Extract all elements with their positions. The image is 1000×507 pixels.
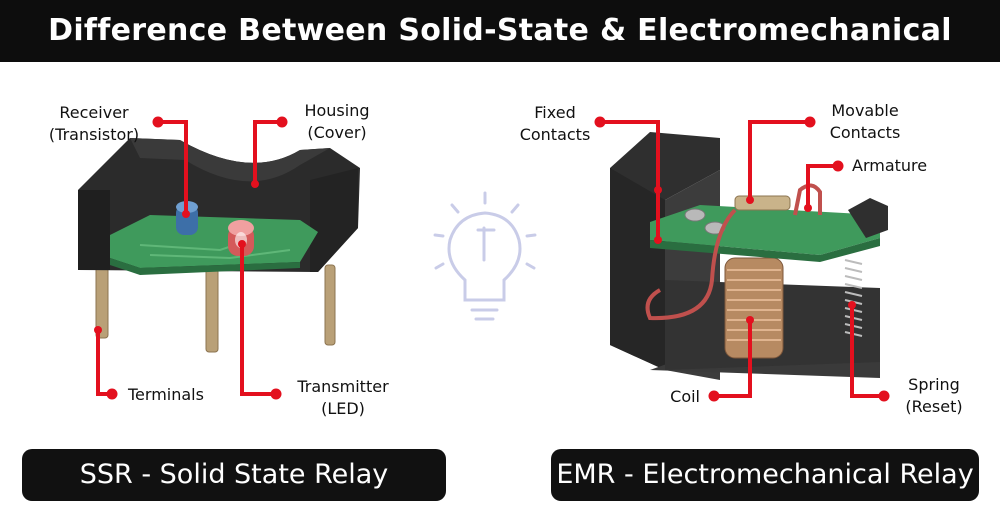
ssr-illustration (78, 138, 360, 353)
fixed-contacts-label: Fixed Contacts (512, 102, 598, 146)
emr-caption: EMR - Electromechanical Relay (551, 449, 979, 501)
movable-contacts-label-line1: Movable (831, 101, 899, 120)
transmitter-label: Transmitter (LED) (288, 376, 398, 420)
movable-contacts-label-line2: Contacts (829, 123, 901, 142)
housing-label-line2: (Cover) (307, 123, 367, 142)
spring-label-line1: Spring (908, 375, 960, 394)
ssr-terminal-pins (95, 247, 336, 353)
ssr-leader-dots (94, 116, 288, 400)
transmitter-label-line1: Transmitter (297, 377, 389, 396)
fixed-contacts-label-line2: Contacts (519, 125, 591, 144)
receiver-label: Receiver (Transistor) (38, 102, 150, 146)
transmitter-label-line2: (LED) (321, 399, 365, 418)
emr-leader-lines (600, 120, 884, 398)
terminals-label: Terminals (128, 385, 204, 404)
armature-label: Armature (852, 156, 928, 175)
emr-armature (793, 183, 822, 216)
page-title: Difference Between Solid-State & Electro… (48, 13, 952, 110)
emr-movable-contacts (734, 195, 791, 211)
fixed-contacts-label-line1: Fixed (534, 103, 576, 122)
receiver-label-line2: (Transistor) (48, 125, 140, 144)
emr-leader-dots (594, 116, 890, 402)
lightbulb-icon (433, 191, 537, 321)
ssr-pcb (110, 215, 318, 268)
coil-label: Coil (670, 387, 700, 406)
emr-contact-board (650, 205, 880, 255)
spring-label: Spring (Reset) (896, 374, 972, 418)
housing-label-line1: Housing (304, 101, 370, 120)
receiver-label-line1: Receiver (59, 103, 129, 122)
spring-label-line2: (Reset) (905, 397, 963, 416)
ssr-caption: SSR - Solid State Relay (22, 449, 446, 501)
housing-label: Housing (Cover) (292, 100, 382, 144)
emr-illustration (610, 132, 888, 380)
emr-coil (724, 257, 784, 359)
movable-contacts-label: Movable Contacts (820, 100, 910, 144)
title-bar (0, 0, 1000, 62)
